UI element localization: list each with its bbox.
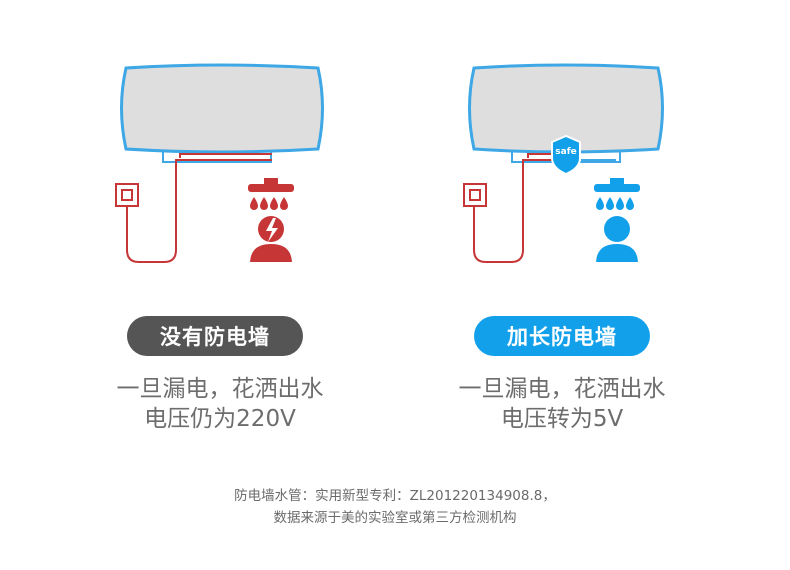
right-illustration xyxy=(463,63,664,263)
description-line-1: 一旦漏电，花洒出水 xyxy=(458,376,666,402)
electric-wire xyxy=(126,153,272,263)
electric-shock-person-icon xyxy=(250,216,292,262)
water-heater-icon xyxy=(468,63,664,163)
safe-shield-icon xyxy=(551,134,581,176)
panel-without-barrier: 没有防电墙 一旦漏电，花洒出水 电压仍为220V xyxy=(0,0,395,470)
water-heater-icon xyxy=(120,63,324,163)
label-without-barrier: 没有防电墙 xyxy=(127,316,303,356)
patent-footnote: 防电墙水管：实用新型专利：ZL201220134908.8， 数据来源于美的实验… xyxy=(0,485,790,529)
water-drops-icon xyxy=(250,197,288,210)
footnote-line-1: 防电墙水管：实用新型专利：ZL201220134908.8， xyxy=(234,488,556,504)
description-line-2: 电压转为5V xyxy=(500,406,624,432)
power-socket-icon xyxy=(115,183,139,207)
shower-head-icon xyxy=(248,178,294,192)
label-with-barrier: 加长防电墙 xyxy=(474,316,650,356)
description-with-barrier: 一旦漏电，花洒出水 电压转为5V xyxy=(412,374,712,434)
footnote-line-2: 数据来源于美的实验室或第三方检测机构 xyxy=(273,510,517,526)
shower-head-icon xyxy=(594,178,640,192)
description-line-2: 电压仍为220V xyxy=(144,406,296,432)
panel-with-barrier: safe 加长防电墙 一旦漏电，花洒出水 电压转为5V xyxy=(395,0,790,470)
description-without-barrier: 一旦漏电，花洒出水 电压仍为220V xyxy=(70,374,370,434)
power-socket-icon xyxy=(463,183,487,207)
left-illustration xyxy=(115,63,324,263)
safe-shield-label: safe xyxy=(555,147,577,157)
person-icon xyxy=(596,216,638,262)
description-line-1: 一旦漏电，花洒出水 xyxy=(116,376,324,402)
water-drops-icon xyxy=(596,197,634,210)
electric-wire xyxy=(473,153,616,263)
